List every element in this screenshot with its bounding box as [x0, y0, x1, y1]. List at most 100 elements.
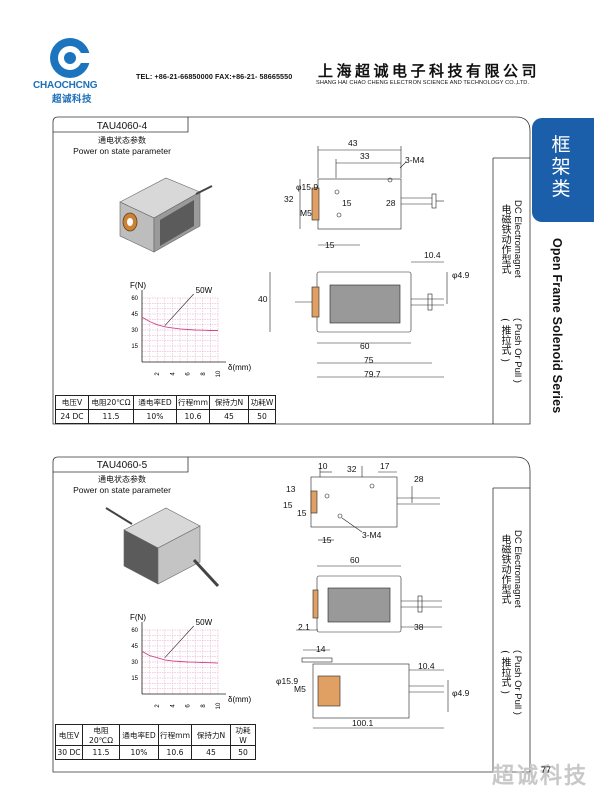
dim-label: 60 [350, 555, 360, 565]
table-cell: 45 [209, 409, 249, 424]
y-tick-label: 60 [131, 628, 138, 634]
y-tick-label: 30 [131, 660, 138, 666]
dim-label: 15 [342, 198, 352, 208]
type-cn: 电磁铁动作型式 [499, 204, 510, 274]
dim-label: 28 [414, 474, 424, 484]
dim-label: 10.4 [418, 661, 435, 671]
dim-label: 15 [283, 500, 293, 510]
contact-info: TEL: +86-21-66850000 FAX:+86-21- 5866555… [136, 72, 293, 81]
y-tick-label: 45 [131, 312, 138, 318]
action-cn: ( 推拉式 ) [499, 650, 510, 695]
annotation-leader [164, 625, 194, 658]
table-header-row: 电压V 电阻20℃Ω 通电率ED 行程mm 保持力N 功耗W [55, 724, 256, 746]
dim-label: 15 [322, 535, 332, 545]
dim-label: 14 [316, 644, 326, 654]
product-image [105, 507, 220, 588]
force-curve [141, 650, 219, 664]
force-stroke-chart: F(N) δ(mm) 60 45 30 15 2 4 6 8 10 50W [130, 613, 251, 709]
dim-label: 28 [386, 198, 396, 208]
dim-label: φ15.9 [296, 182, 319, 192]
table-row: 24 DC 11.5 10% 10.6 45 50 [55, 409, 276, 424]
dim-label: 13 [286, 484, 296, 494]
y-tick-label: 30 [131, 328, 138, 334]
x-axis-label: δ(mm) [228, 695, 251, 704]
company-logo [50, 38, 92, 78]
force-curve [141, 316, 218, 331]
x-tick-label: 8 [201, 704, 207, 708]
dim-label: 79.7 [364, 369, 381, 379]
company-name-cn: 上海超诚电子科技有限公司 [318, 62, 541, 80]
dim-label: M5 [294, 684, 306, 694]
table-cell: 10.6 [158, 745, 192, 760]
subtitle-cn: 通电状态参数 [98, 475, 146, 484]
category-tab: 框架类 [532, 118, 594, 222]
dim-label: M5 [300, 208, 312, 218]
annotation-label: 50W [196, 618, 213, 627]
table-cell: 24 DC [55, 409, 89, 424]
y-axis-label: F(N) [130, 281, 146, 290]
subtitle-en: Power on state parameter [73, 485, 171, 495]
dim-label: 33 [360, 151, 370, 161]
dim-label: 32 [284, 194, 294, 204]
x-tick-label: 4 [170, 704, 176, 708]
table-cell: 11.5 [88, 409, 134, 424]
dim-label: 38 [414, 622, 424, 632]
product-image [119, 177, 213, 253]
watermark: 超诚科技 [492, 764, 589, 789]
y-tick-label: 15 [131, 676, 138, 682]
dim-label: 10.4 [424, 250, 441, 260]
table-cell: 50 [230, 745, 256, 760]
y-axis-label: F(N) [130, 613, 146, 622]
x-tick-label: 10 [216, 370, 222, 377]
y-tick-label: 15 [131, 344, 138, 350]
dim-label: φ4.9 [452, 688, 470, 698]
action-en: ( Push Or Pull ) [512, 318, 523, 383]
subtitle-cn: 通电状态参数 [98, 136, 146, 145]
y-tick-label: 45 [131, 644, 138, 650]
parameter-table: 电压V 电阻20℃Ω 通电率ED 行程mm 保持力N 功耗W 30 DC 11.… [55, 724, 256, 760]
y-tick-label: 60 [131, 296, 138, 302]
dim-label: 3-M4 [405, 155, 425, 165]
page-number: 77 [541, 765, 552, 775]
model-name: TAU4060-5 [96, 460, 148, 471]
category-label: 框架类 [551, 134, 571, 200]
dim-label: 75 [364, 355, 374, 365]
annotation-leader [164, 293, 194, 326]
dim-label: 43 [348, 138, 358, 148]
x-axis-label: δ(mm) [228, 363, 251, 372]
dim-label: φ4.9 [452, 270, 470, 280]
dim-label: 10 [318, 461, 328, 471]
type-en: DC Electromagnet [512, 530, 523, 608]
dim-label: 32 [347, 464, 357, 474]
logo-text-en: CHAOCHCNG [33, 80, 98, 91]
x-tick-label: 2 [155, 704, 161, 708]
x-tick-label: 6 [186, 372, 192, 376]
dim-label: φ15.9 [276, 676, 299, 686]
action-en: ( Push Or Pull ) [512, 650, 523, 715]
x-tick-label: 8 [201, 372, 207, 376]
dim-label: 15 [325, 240, 335, 250]
parameter-table: 电压V 电阻20℃Ω 通电率ED 行程mm 保持力N 功耗W 24 DC 11.… [55, 395, 276, 424]
table-header-row: 电压V 电阻20℃Ω 通电率ED 行程mm 保持力N 功耗W [55, 395, 276, 410]
table-row: 30 DC 11.5 10% 10.6 45 50 [55, 745, 256, 760]
dim-label: 17 [380, 461, 390, 471]
annotation-label: 50W [196, 286, 213, 295]
dim-label: 40 [258, 294, 268, 304]
x-tick-label: 10 [216, 702, 222, 709]
dim-label: 15 [297, 508, 307, 518]
subtitle-en: Power on state parameter [73, 146, 171, 156]
dim-label: 100.1 [352, 718, 374, 728]
type-cn: 电磁铁动作型式 [499, 534, 510, 604]
company-name-en: SHANG HAI CHAO CHENG ELECTRON SCIENCE AN… [316, 80, 530, 86]
series-title: Open Frame Solenoid Series [550, 238, 564, 414]
x-tick-label: 2 [155, 372, 161, 376]
type-en: DC Electromagnet [512, 200, 523, 278]
action-cn: ( 推拉式 ) [499, 318, 510, 363]
dim-label: 2.1 [298, 622, 310, 632]
x-tick-label: 6 [186, 704, 192, 708]
logo-text-cn: 超诚科技 [52, 94, 93, 105]
